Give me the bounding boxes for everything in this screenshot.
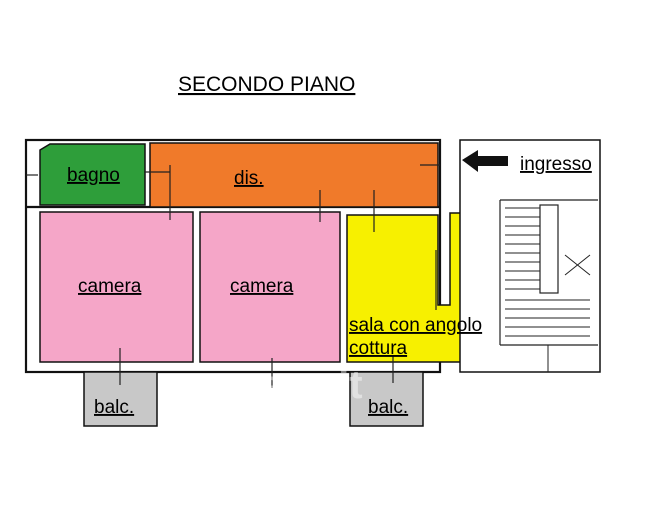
label-sala-line2: cottura — [349, 338, 408, 359]
label-bagno: bagno — [67, 165, 120, 186]
room-sala — [346, 212, 493, 363]
door-marks — [26, 164, 440, 388]
label-camera-2: camera — [230, 276, 294, 297]
entrance-label: ingresso — [520, 154, 592, 175]
stairwell — [459, 139, 601, 373]
label-camera-1: camera — [78, 276, 142, 297]
label-dis: dis. — [234, 168, 264, 189]
entrance-arrow-icon — [462, 150, 508, 172]
label-sala-line1: sala con angolo — [349, 315, 482, 336]
watermark-logo: casa.it — [238, 363, 363, 407]
room-camera-1 — [39, 211, 194, 363]
balcony-2 — [349, 371, 424, 427]
room-disimpegno — [149, 142, 439, 208]
room-camera-2 — [199, 211, 341, 363]
room-bagno — [39, 143, 146, 206]
outer-wall — [24, 138, 442, 374]
label-balc-2: balc. — [368, 397, 408, 418]
plan-title: SECONDO PIANO — [178, 73, 355, 96]
label-balc-1: balc. — [94, 397, 134, 418]
